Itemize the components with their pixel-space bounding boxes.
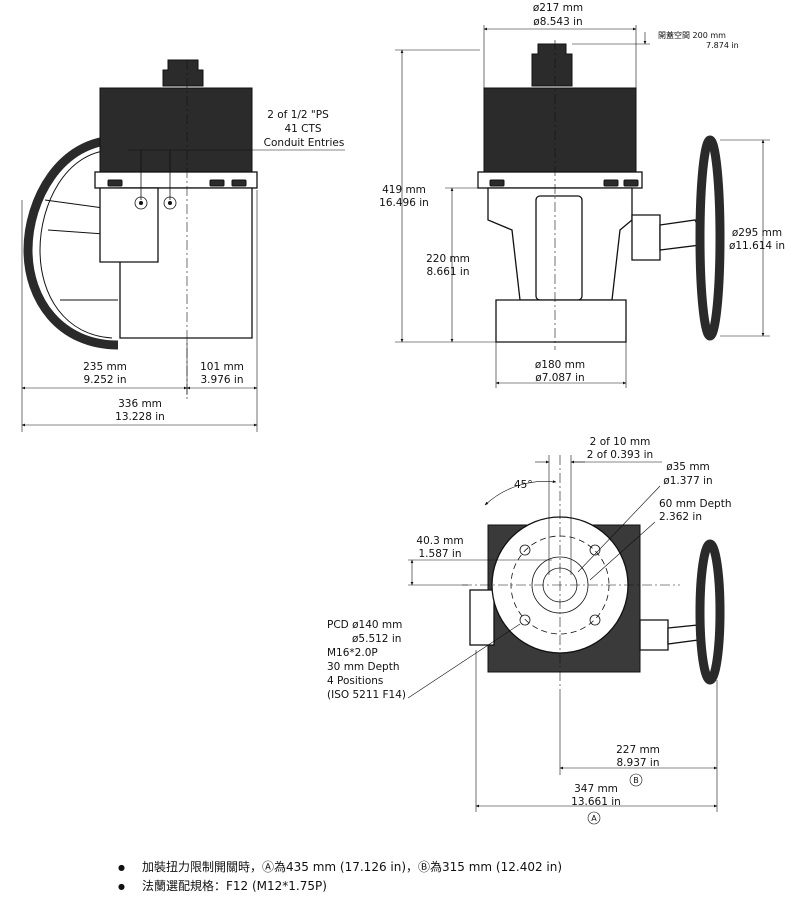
pcd-line-1: PCD ø140 mm: [327, 619, 402, 631]
bottom-handwheel: [695, 539, 725, 685]
key-mm: 2 of 10 mm: [590, 436, 651, 448]
front-cap: [531, 43, 573, 87]
dim-b-marker: B: [633, 776, 639, 785]
top-dia-in: ø8.543 in: [533, 16, 582, 28]
base-height-in: 8.661 in: [427, 266, 470, 278]
base-height-mm: 220 mm: [426, 253, 470, 265]
pcd-line-5: 4 Positions: [327, 675, 383, 687]
conduit-label-1: 2 of 1/2 "PS: [267, 109, 329, 121]
dim-a-in: 13.661 in: [571, 796, 621, 808]
front-base: [495, 299, 627, 343]
dim-b-in: 8.937 in: [617, 757, 660, 769]
bolt-hole-2: [589, 544, 601, 556]
handwheel-in: ø11.614 in: [729, 240, 785, 252]
dim-a-marker: A: [591, 814, 597, 823]
depth-mm: 60 mm Depth: [659, 498, 731, 510]
bolt-hole-3: [519, 614, 531, 626]
offset-mm: 40.3 mm: [416, 535, 463, 547]
side-view: [23, 59, 345, 400]
side-right-mm: 101 mm: [200, 361, 244, 373]
front-handwheel: [695, 135, 725, 341]
side-cover: [99, 87, 253, 173]
pcd-line-6: (ISO 5211 F14): [327, 689, 406, 701]
note-item: 加裝扭力限制開關時，Ⓐ為435 mm (17.126 in)，Ⓑ為315 mm …: [118, 858, 562, 877]
front-cover: [483, 87, 637, 173]
height-mm: 419 mm: [382, 184, 426, 196]
clearance-label: 開蓋空間 200 mm: [658, 30, 726, 40]
pcd-line-2: ø5.512 in: [352, 633, 401, 645]
notes-list: 加裝扭力限制開關時，Ⓐ為435 mm (17.126 in)，Ⓑ為315 mm …: [118, 858, 562, 896]
base-dia-mm: ø180 mm: [535, 359, 585, 371]
clearance-in: 7.874 in: [706, 41, 739, 50]
bolt-hole-1: [519, 544, 531, 556]
note-item: 法蘭選配規格：F12 (M12*1.75P): [118, 877, 562, 896]
pcd-line-3: M16*2.0P: [327, 647, 378, 659]
front-view: [477, 40, 725, 350]
side-handwheel: [23, 135, 119, 350]
side-cap: [162, 59, 204, 87]
conduit-label-2: 41 CTS: [284, 123, 321, 135]
angle-label: 45°: [514, 479, 533, 491]
bottom-view: [462, 455, 725, 690]
bore-in: ø1.377 in: [663, 475, 712, 487]
conduit-label-3: Conduit Entries: [264, 137, 345, 149]
side-right-in: 3.976 in: [201, 374, 244, 386]
pcd-line-4: 30 mm Depth: [327, 661, 399, 673]
height-in: 16.496 in: [379, 197, 429, 209]
dim-b-mm: 227 mm: [616, 744, 660, 756]
top-dia-mm: ø217 mm: [533, 2, 583, 14]
offset-in: 1.587 in: [419, 548, 462, 560]
dimension-drawing: 2 of 1/2 "PS 41 CTS Conduit Entries 235 …: [21, 2, 785, 825]
side-total-mm: 336 mm: [118, 398, 162, 410]
side-left-mm: 235 mm: [83, 361, 127, 373]
depth-in: 2.362 in: [659, 511, 702, 523]
side-left-in: 9.252 in: [84, 374, 127, 386]
dim-a-mm: 347 mm: [574, 783, 618, 795]
key-in: 2 of 0.393 in: [587, 449, 653, 461]
base-dia-in: ø7.087 in: [535, 372, 584, 384]
bore-mm: ø35 mm: [666, 461, 710, 473]
conduit-box: [99, 187, 159, 263]
handwheel-mm: ø295 mm: [732, 227, 782, 239]
bolt-hole-4: [589, 614, 601, 626]
side-total-in: 13.228 in: [115, 411, 165, 423]
